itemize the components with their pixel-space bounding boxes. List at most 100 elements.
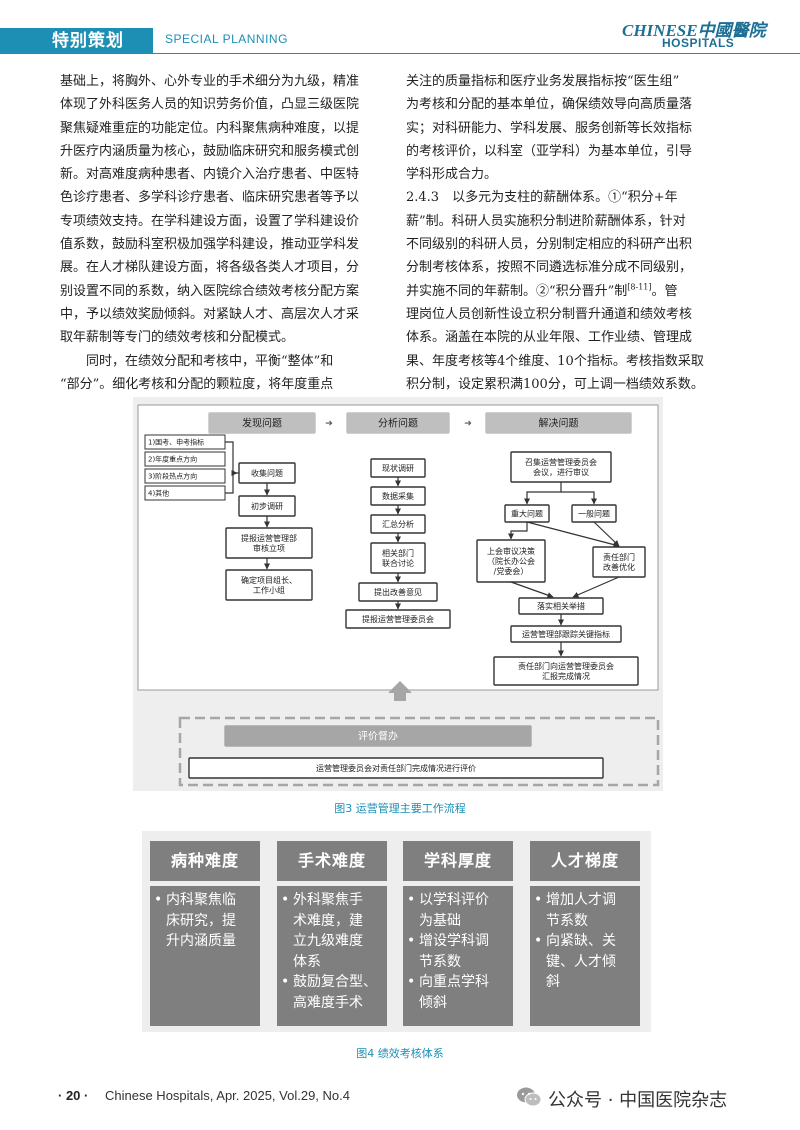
text-line: 关注的质量指标和医疗业务发展指标按“医生组”	[406, 74, 680, 89]
assessment-column-body: 外科聚焦手 术难度，建 立九级难度 体系鼓励复合型、 高难度手术	[277, 886, 387, 1026]
arrow-dept-implement	[572, 576, 620, 598]
solve-dept: 责任部门改善优化	[603, 552, 635, 572]
assessment-item: 增加人才调 节系数	[534, 890, 634, 931]
assessment-item: 以学科评价 为基础	[407, 890, 507, 931]
text-line: 聚焦疑难重症的功能定位。内科聚焦病种难度，以提	[60, 120, 360, 136]
text-line: 专项绩效支持。在学科建设方面，设置了学科建设价	[60, 213, 360, 229]
assessment-column: 手术难度外科聚焦手 术难度，建 立九级难度 体系鼓励复合型、 高难度手术	[277, 841, 387, 1026]
citation-superscript: [8-11]	[627, 282, 652, 292]
text-line: 值系数，鼓励科室积极加强学科建设，推动亚学科发	[60, 237, 360, 253]
assessment-item: 外科聚焦手 术难度，建 立九级难度 体系	[281, 890, 381, 972]
text-line: 取年薪制等专门的绩效考核和分配模式。	[60, 330, 295, 346]
header-bar	[0, 28, 153, 54]
source-item: 4)其他	[148, 488, 169, 497]
col-header-find-box	[208, 412, 316, 434]
text-line: 中，予以绩效奖励倾斜。对紧缺人才、高层次人才采	[60, 306, 360, 322]
assessment-column: 学科厚度以学科评价 为基础增设学科调 节系数向重点学科 倾斜	[403, 841, 513, 1026]
text-line: 为考核和分配的基本单位，确保绩效导向高质量落	[406, 97, 693, 113]
find-step-submit-box	[225, 527, 313, 559]
text-line: 基础上，将胸外、心外专业的手术细分为九级，精准	[60, 74, 360, 89]
arrow-meeting-implement	[510, 581, 554, 598]
text-line: 学科形成合力。	[406, 167, 498, 183]
text-line: “部分”。细化考核和分配的颗粒度，将年度重点	[60, 376, 334, 392]
citation-tail: 。管	[651, 283, 678, 299]
solve-track: 运营管理部跟踪关键指标	[522, 629, 610, 639]
logo-text-bottom: HOSPITALS	[662, 36, 735, 50]
header-arrow-2: ➔	[464, 419, 472, 429]
source-item: 2)年度重点方向	[148, 454, 197, 463]
supervise-bar: 评价督办	[358, 730, 398, 743]
assessment-item: 增设学科调 节系数	[407, 931, 507, 972]
col-header-find: 发现问题	[242, 417, 282, 430]
assessment-column: 病种难度内科聚焦临 床研究，提 升内涵质量	[150, 841, 260, 1026]
find-step-collect: 收集问题	[251, 468, 283, 478]
text-line: 并实施不同的年薪制。②“积分晋升”制[8-11]。管	[406, 282, 678, 299]
text-line: 实；对科研能力、学科发展、服务创新等长效指标	[406, 120, 693, 136]
source-item: 1)国考、申考指标	[148, 437, 204, 446]
assessment-column-title: 病种难度	[150, 841, 260, 881]
col-header-analyze: 分析问题	[378, 417, 418, 430]
text-line: 同时，在绩效分配和考核中，平衡“整体”和	[60, 353, 334, 369]
bracket-line-bottom	[225, 473, 234, 494]
supervise-bar-box	[224, 725, 532, 747]
solve-track-box	[510, 625, 622, 643]
wechat-watermark: 公众号 · 中国医院杂志	[516, 1084, 776, 1111]
page-number: · 20 ·	[58, 1088, 89, 1103]
find-step-submit: 提报运营管理部审核立项	[241, 533, 297, 553]
assessment-item: 内科聚焦临 床研究，提 升内涵质量	[154, 890, 254, 952]
analyze-step: 提出改善意见	[374, 587, 422, 597]
supervise-desc: 运营管理委员会对责任部门完成情况进行评价	[316, 763, 476, 773]
wechat-text: 公众号 · 中国医院杂志	[548, 1090, 728, 1111]
section-title: 特别策划	[52, 31, 124, 51]
find-step-team: 确定项目组长、工作小组	[241, 575, 297, 595]
analyze-step: 相关部门联合讨论	[382, 548, 414, 568]
flowchart-svg: 发现问题分析问题解决问题➔➔1)国考、申考指标2)年度重点方向3)阶段热点方向4…	[137, 404, 660, 787]
solve-meeting: 上会审议决策（院长办公会/党委会）	[487, 546, 535, 576]
figure-3-caption: 图3 运营管理主要工作流程	[334, 802, 466, 815]
solve-report-box	[493, 656, 639, 686]
body-column-right: 关注的质量指标和医疗业务发展指标按“医生组” 为考核和分配的基本单位，确保绩效导向…	[406, 70, 740, 396]
find-step-team-box	[225, 569, 313, 601]
arrow-major-meeting	[508, 522, 528, 540]
text-line: 的考核评价，以科室（亚学科）为基本单位，引导	[406, 143, 693, 159]
journal-citation: Chinese Hospitals, Apr. 2025, Vol.29, No…	[105, 1088, 350, 1103]
text-line: 果、年度考核等4个维度、10个指标。考核指数采取	[406, 353, 704, 369]
supervise-desc-box	[188, 757, 604, 779]
col-header-solve: 解决问题	[539, 417, 579, 430]
assessment-item: 鼓励复合型、 高难度手术	[281, 972, 381, 1013]
find-step-survey: 初步调研	[251, 501, 283, 511]
up-arrow	[388, 681, 412, 701]
text-line: 展。在人才梯队建设方面，将各级各类人才项目，分	[60, 260, 360, 276]
text-line: 升医疗内涵质量为核心，鼓励临床研究和服务模式创	[60, 143, 360, 159]
arrow-solve-major	[524, 482, 562, 505]
analyze-step: 数据采集	[382, 491, 414, 501]
solve-major: 重大问题	[511, 508, 543, 518]
assessment-column-title: 学科厚度	[403, 841, 513, 881]
text-line: 薪”制。科研人员实施积分制进阶薪酬体系，针对	[406, 213, 686, 229]
analyze-step: 现状调研	[382, 463, 414, 473]
assessment-column-title: 人才梯度	[530, 841, 640, 881]
assessment-item: 向重点学科 倾斜	[407, 972, 507, 1013]
assessment-column: 人才梯度增加人才调 节系数向紧缺、关 键、人才倾 斜	[530, 841, 640, 1026]
figure-4-caption: 图4 绩效考核体系	[356, 1047, 444, 1060]
wechat-icon	[517, 1087, 542, 1107]
col-header-solve-box	[485, 412, 632, 434]
section-title-en: SPECIAL PLANNING	[165, 32, 288, 46]
header-rule	[153, 53, 800, 54]
analyze-step: 提报运营管理委员会	[362, 614, 434, 624]
solve-general: 一般问题	[578, 508, 610, 518]
source-box	[144, 451, 226, 467]
solve-top: 召集运营管理委员会会议，进行审议	[525, 457, 597, 477]
logo-text-top: CHINESE中國醫院	[622, 21, 766, 40]
source-item: 3)阶段热点方向	[148, 471, 197, 480]
arrow-solve-general	[561, 491, 597, 505]
text-line: 理岗位人员创新性设立积分制晋升通道和绩效考核	[406, 306, 693, 322]
analyze-step-box	[345, 609, 451, 629]
solve-report: 责任部门向运营管理委员会汇报完成情况	[518, 661, 614, 681]
text-line: 色诊疗患者、多学科诊疗患者、临床研究患者等予以	[60, 190, 360, 206]
assessment-column-body: 增加人才调 节系数向紧缺、关 键、人才倾 斜	[530, 886, 640, 1026]
source-box	[144, 468, 226, 484]
analyze-step: 汇总分析	[382, 519, 414, 529]
text-line: 2.4.3 以多元为支柱的薪酬体系。①“积分+年	[406, 190, 678, 206]
assessment-column-title: 手术难度	[277, 841, 387, 881]
